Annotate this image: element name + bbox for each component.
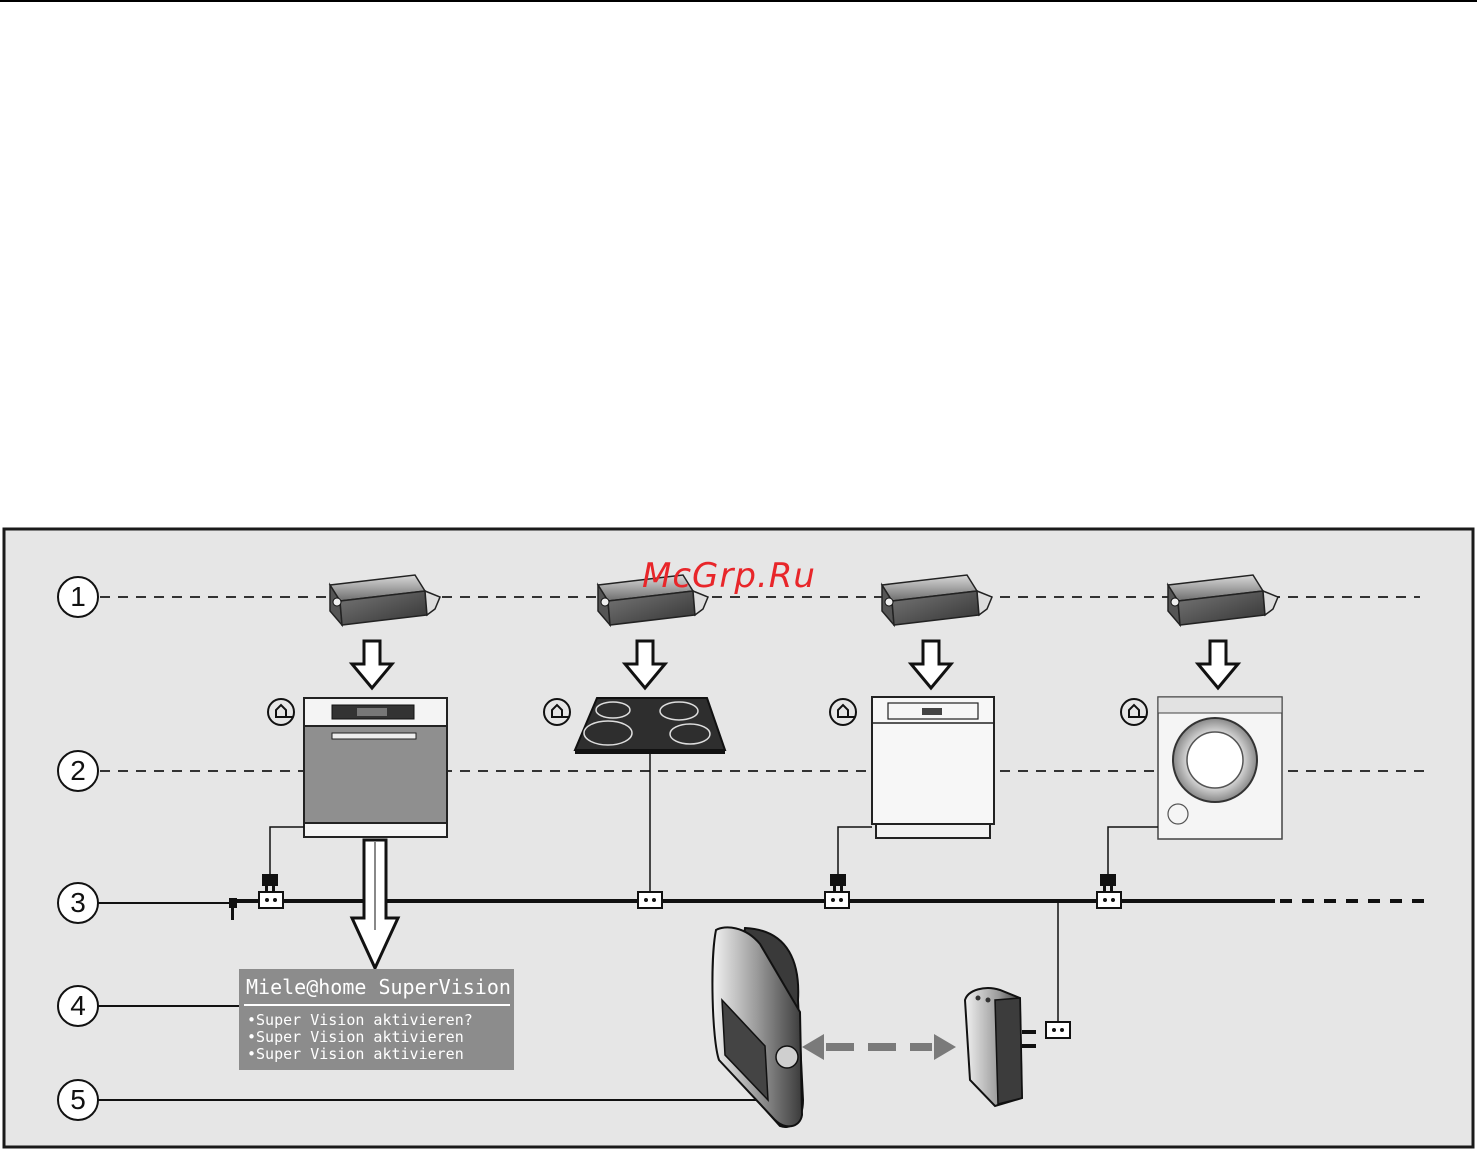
callout-label-4: 4 xyxy=(58,986,98,1026)
display-panel-line: •Super Vision aktivieren xyxy=(247,1029,464,1046)
socket xyxy=(259,892,283,908)
callout-label-3: 3 xyxy=(58,883,98,923)
callout-label-2: 2 xyxy=(58,751,98,791)
oven xyxy=(304,698,447,837)
socket xyxy=(638,892,662,908)
socket xyxy=(1046,1022,1070,1038)
socket xyxy=(825,892,849,908)
washing-machine xyxy=(1158,697,1282,839)
display-panel-line: •Super Vision aktivieren? xyxy=(247,1012,473,1029)
display-panel-title: Miele@home SuperVision xyxy=(246,975,511,999)
display-panel-line: •Super Vision aktivieren xyxy=(247,1046,464,1063)
watermark: McGrp.Ru xyxy=(642,556,816,596)
socket xyxy=(1097,892,1121,908)
callout-label-5: 5 xyxy=(58,1080,98,1120)
callout-label-1: 1 xyxy=(58,577,98,617)
dishwasher xyxy=(872,697,994,838)
cooktop xyxy=(575,698,725,754)
